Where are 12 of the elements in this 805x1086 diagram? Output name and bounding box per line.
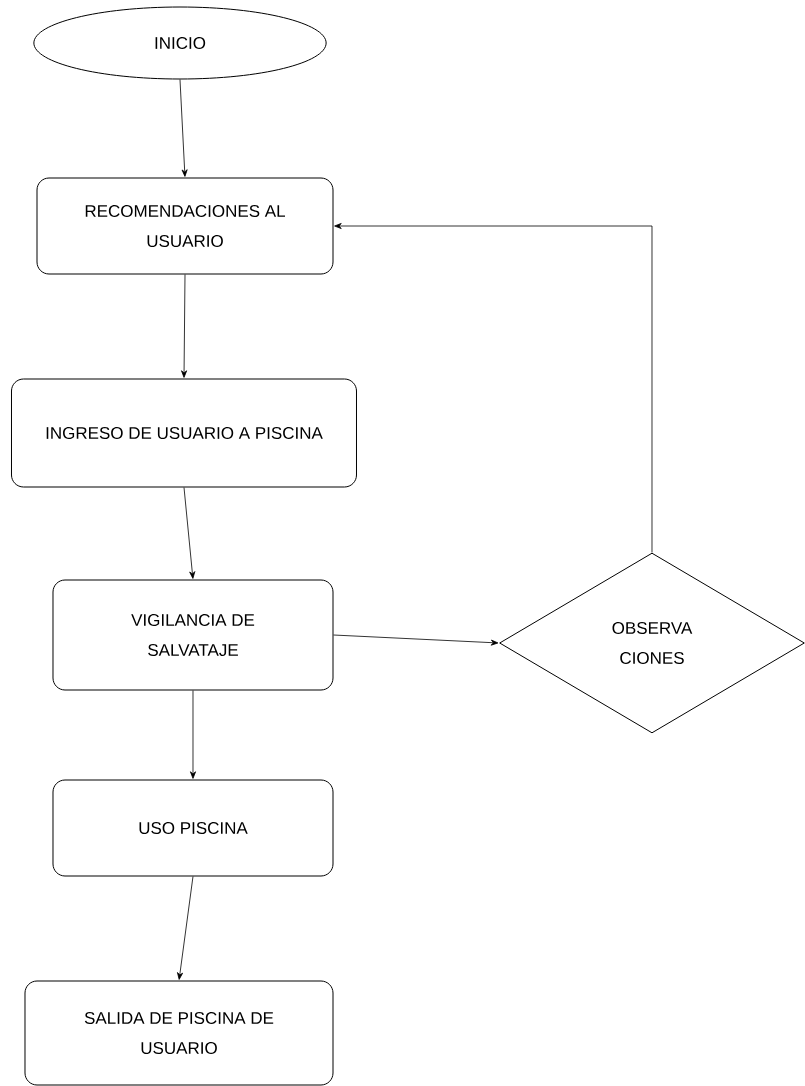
- process-box: VIGILANCIA DE SALVATAJE: [52, 579, 334, 691]
- process-box: INGRESO DE USUARIO A PISCINA: [11, 378, 357, 488]
- arrow: [190, 690, 196, 779]
- process-box: SALIDA DE PISCINA DE USUARIO: [24, 980, 334, 1086]
- process-box: USO PISCINA: [52, 779, 334, 877]
- arrow: [181, 274, 188, 378]
- arrow: [333, 634, 499, 646]
- arrow: [334, 223, 653, 553]
- process-box: RECOMENDACIONES AL USUARIO: [36, 177, 334, 275]
- arrow: [179, 79, 188, 177]
- arrow: [183, 487, 196, 579]
- arrow: [177, 876, 194, 980]
